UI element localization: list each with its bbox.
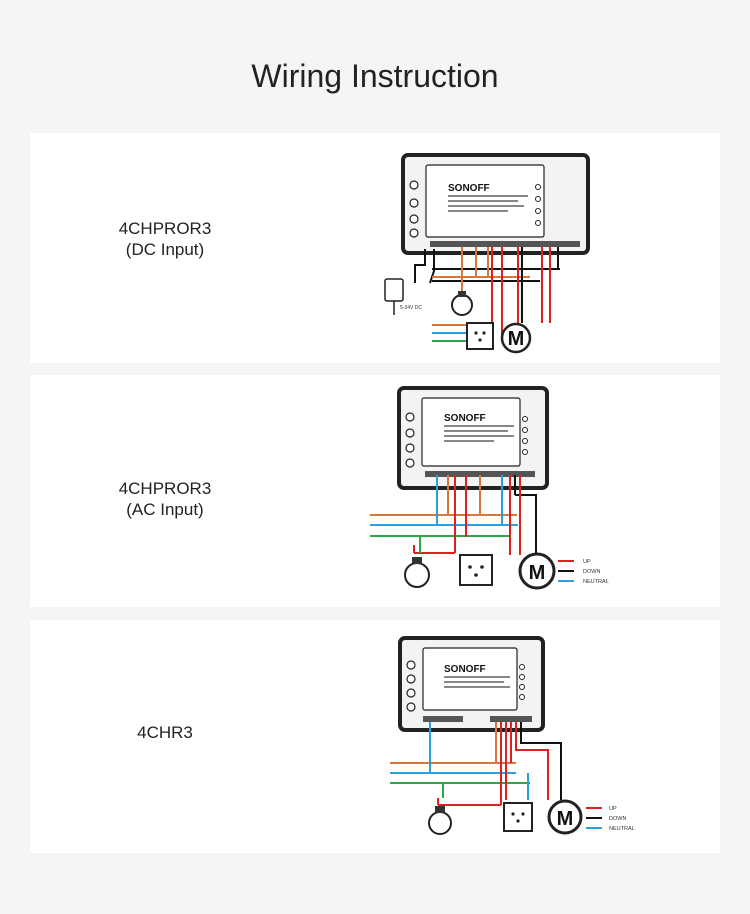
bulb-icon [428,806,452,835]
section-label: 4CHR3 [30,722,300,743]
model-name: 4CHPROR3 [118,479,212,498]
input-type: (AC Input) [126,500,204,519]
relay-device: SONOFF [397,386,549,490]
model-name: 4CHR3 [137,723,193,742]
up-wire [515,722,549,800]
svg-text:M: M [557,808,574,830]
socket-icon [503,802,533,832]
dc-label: 5-24V DC [400,305,422,311]
motor-icon: M [500,322,532,354]
section-4chr3: 4CHR3 SONOFF [30,620,720,853]
wiring-diagram: SONOFF 5-24V DC [384,153,590,354]
legend-neutral: NEUTRAL [583,579,609,585]
dc-adapter-icon [384,278,404,302]
wire-legend: UP DOWN NEUTRAL [558,559,609,585]
section-label: 4CHPROR3 (DC Input) [30,218,300,260]
motor-icon: M [547,799,583,835]
bulb-icon [451,291,473,316]
legend-up: UP [609,806,617,812]
svg-text:M: M [529,562,546,584]
down-wire [520,722,562,800]
relay-device: SONOFF [401,153,590,255]
bulb-icon [404,557,430,588]
section-4chpror3-dc: 4CHPROR3 (DC Input) SONOFF [30,133,720,363]
socket-icon [466,322,494,350]
device-brand: SONOFF [448,183,490,194]
model-name: 4CHPROR3 [118,219,212,238]
legend-up: UP [583,559,591,565]
svg-text:M: M [508,328,525,350]
relay-device: SONOFF [398,636,545,732]
section-label: 4CHPROR3 (AC Input) [30,478,300,520]
wiring-diagram: SONOFF M UP [370,386,609,590]
device-brand: SONOFF [444,664,486,675]
dc-wire [429,249,435,284]
input-type: (DC Input) [125,240,205,259]
device-brand: SONOFF [444,413,486,424]
motor-icon: M [518,552,556,590]
wiring-diagram: SONOFF M UP [390,636,635,835]
page-title: Wiring Instruction [251,58,499,94]
legend-down: DOWN [609,816,626,822]
legend-neutral: NEUTRAL [609,826,635,832]
section-4chpror3-ac: 4CHPROR3 (AC Input) SONOFF [30,375,720,607]
down-wire [515,494,537,555]
socket-icon [459,554,493,586]
dc-wire [414,249,426,283]
wire-legend: UP DOWN NEUTRAL [586,806,635,832]
legend-down: DOWN [583,569,600,575]
